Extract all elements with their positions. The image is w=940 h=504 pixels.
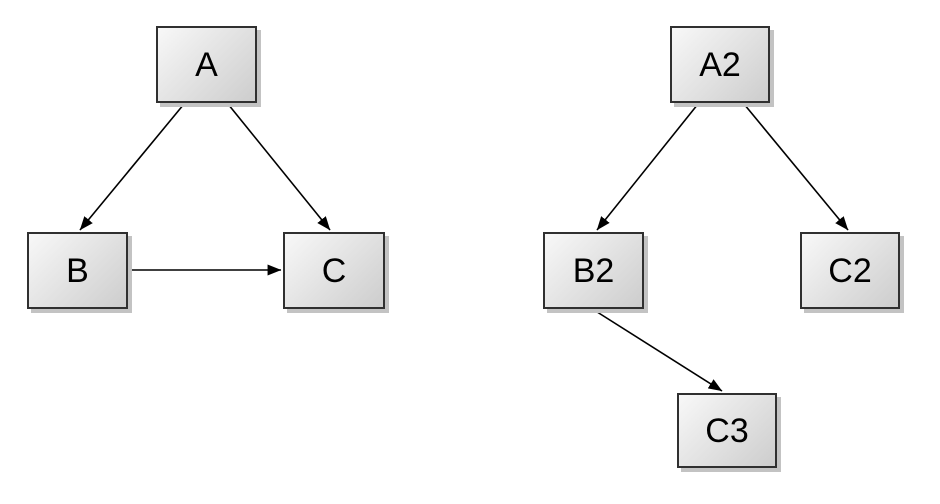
node-label: C3 <box>705 411 749 450</box>
node-C[interactable]: C <box>283 232 385 309</box>
node-C3[interactable]: C3 <box>677 393 777 468</box>
node-label: B2 <box>572 251 615 290</box>
node-C2[interactable]: C2 <box>800 232 900 309</box>
edge-A2-B2[interactable] <box>596 103 699 231</box>
node-B[interactable]: B <box>27 232 128 309</box>
edge-A-B[interactable] <box>79 103 185 231</box>
node-label: B <box>66 251 89 290</box>
edge-A2-C2[interactable] <box>743 103 849 231</box>
node-B2[interactable]: B2 <box>543 232 644 309</box>
node-label: A <box>195 45 218 84</box>
node-A2[interactable]: A2 <box>670 26 770 103</box>
node-label: A2 <box>699 45 741 84</box>
edge-B2-C3[interactable] <box>593 309 723 392</box>
node-label: C2 <box>828 251 872 290</box>
edge-A-C[interactable] <box>227 103 331 231</box>
node-A[interactable]: A <box>156 26 257 103</box>
node-label: C <box>321 251 347 290</box>
